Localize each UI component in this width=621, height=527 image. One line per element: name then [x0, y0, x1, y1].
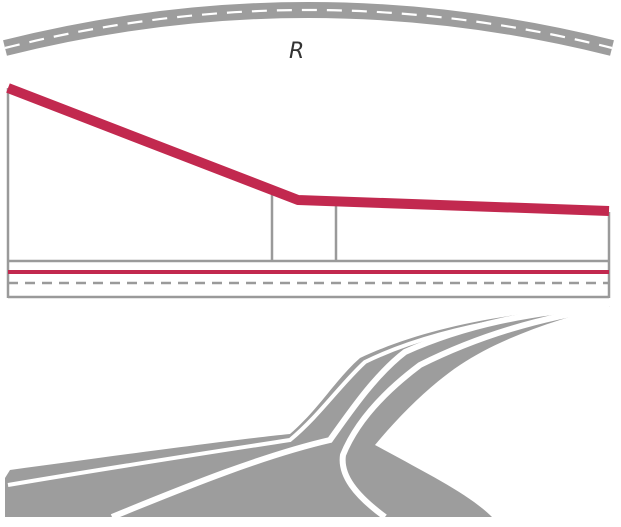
curved-road-arc	[3, 2, 614, 56]
grade-line	[6, 83, 610, 216]
slope-profile	[6, 83, 611, 299]
curved-road-center-dashes	[4, 8, 613, 50]
right-edge-line	[339, 304, 610, 520]
lane-divider-line	[110, 303, 610, 520]
perspective-road-surface	[5, 306, 610, 517]
radius-label: R	[289, 39, 304, 64]
curved-road-surface	[3, 2, 614, 56]
perspective-road	[5, 303, 610, 520]
